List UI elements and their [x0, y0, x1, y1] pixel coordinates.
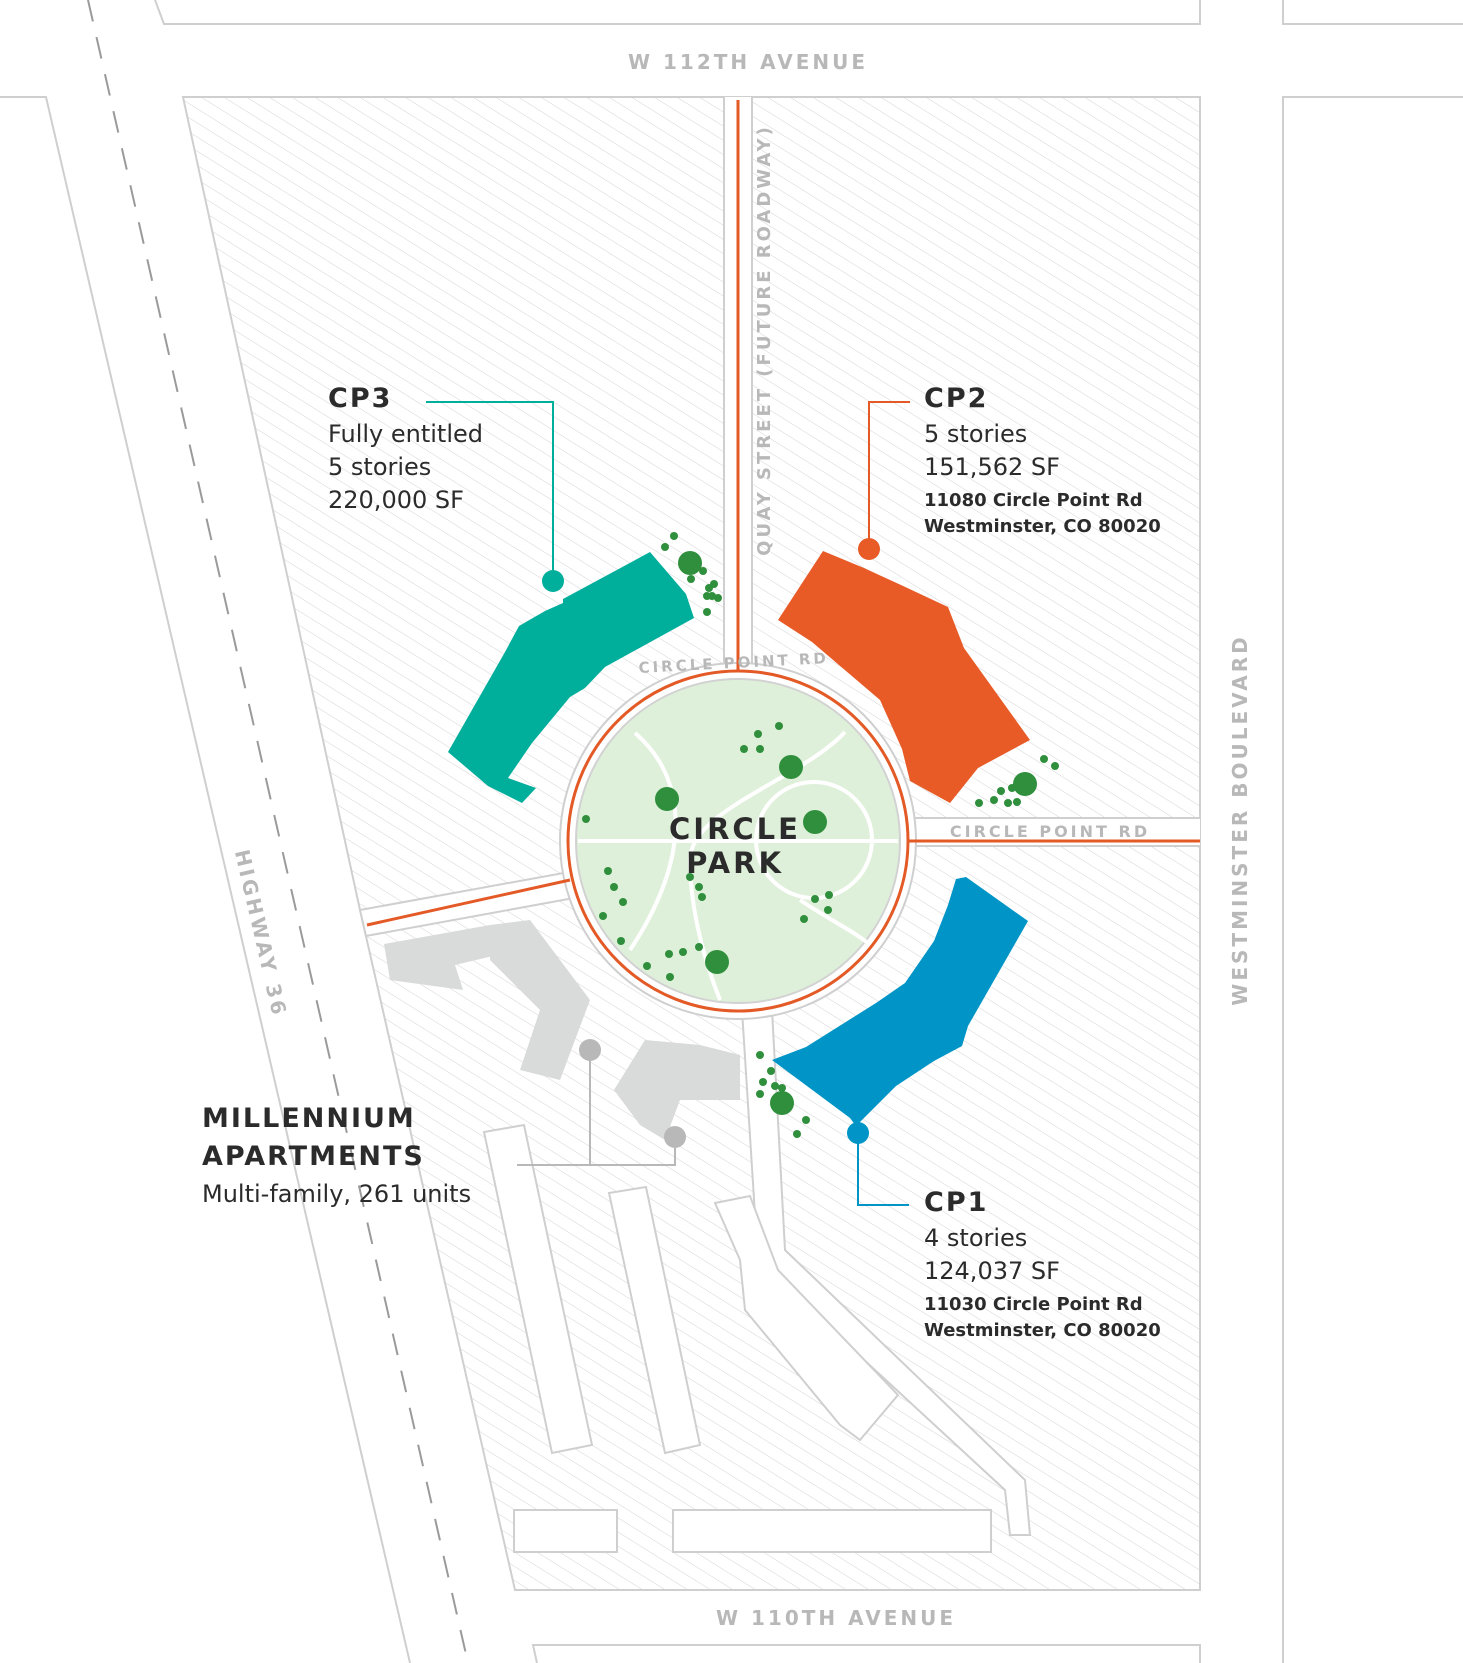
millennium-marker-1[interactable] [579, 1039, 601, 1061]
cp1-line1: 4 stories [924, 1224, 1028, 1252]
cp2-line1: 5 stories [924, 420, 1028, 448]
cp3-building [448, 552, 694, 803]
street-label-quay: QUAY STREET (FUTURE ROADWAY) [754, 124, 775, 556]
trees [582, 532, 1059, 1138]
cp3-marker[interactable] [542, 570, 564, 592]
street-label-north: W 112TH AVENUE [628, 50, 868, 74]
millennium-buildings [384, 920, 740, 1140]
cp3-line2: 5 stories [328, 453, 432, 481]
park-label-line1: CIRCLE [669, 812, 801, 846]
cp2-building [778, 551, 1030, 803]
cp2-line2: 151,562 SF [924, 453, 1060, 481]
road-centerlines [366, 100, 1200, 927]
cp1-line2: 124,037 SF [924, 1257, 1060, 1285]
cp2-address1: 11080 Circle Point Rd [924, 490, 1143, 511]
millennium-title2: APARTMENTS [202, 1141, 425, 1172]
cp2-address2: Westminster, CO 80020 [924, 516, 1161, 537]
highway-centerline [87, 0, 469, 1663]
street-label-highway: HIGHWAY 36 [230, 847, 292, 1019]
millennium-label: MILLENNIUM APARTMENTS Multi-family, 261 … [202, 1100, 471, 1211]
street-label-circle-east: CIRCLE POINT RD [950, 822, 1150, 841]
millennium-marker-2[interactable] [664, 1126, 686, 1148]
cp1-label: CP1 4 stories 124,037 SF 11030 Circle Po… [924, 1187, 1161, 1344]
millennium-title1: MILLENNIUM [202, 1103, 416, 1134]
street-label-south: W 110TH AVENUE [716, 1606, 956, 1630]
cp3-title: CP3 [328, 383, 393, 414]
millennium-line1: Multi-family, 261 units [202, 1180, 472, 1208]
cp2-label: CP2 5 stories 151,562 SF 11080 Circle Po… [924, 383, 1161, 540]
parking-bays [482, 1123, 992, 1553]
street-label-east: WESTMINSTER BOULEVARD [1228, 634, 1252, 1005]
cp1-title: CP1 [924, 1187, 989, 1218]
cp2-marker[interactable] [858, 538, 880, 560]
cp1-address2: Westminster, CO 80020 [924, 1320, 1161, 1341]
cp3-line3: 220,000 SF [328, 486, 464, 514]
cp1-marker[interactable] [847, 1122, 869, 1144]
cp1-address1: 11030 Circle Point Rd [924, 1294, 1143, 1315]
park-label: CIRCLE PARK [640, 812, 830, 880]
cp2-title: CP2 [924, 383, 989, 414]
cp1-building [772, 877, 1028, 1126]
park-label-line2: PARK [686, 846, 784, 880]
cp3-line1: Fully entitled [328, 420, 484, 448]
cp3-label: CP3 Fully entitled 5 stories 220,000 SF [328, 383, 483, 517]
